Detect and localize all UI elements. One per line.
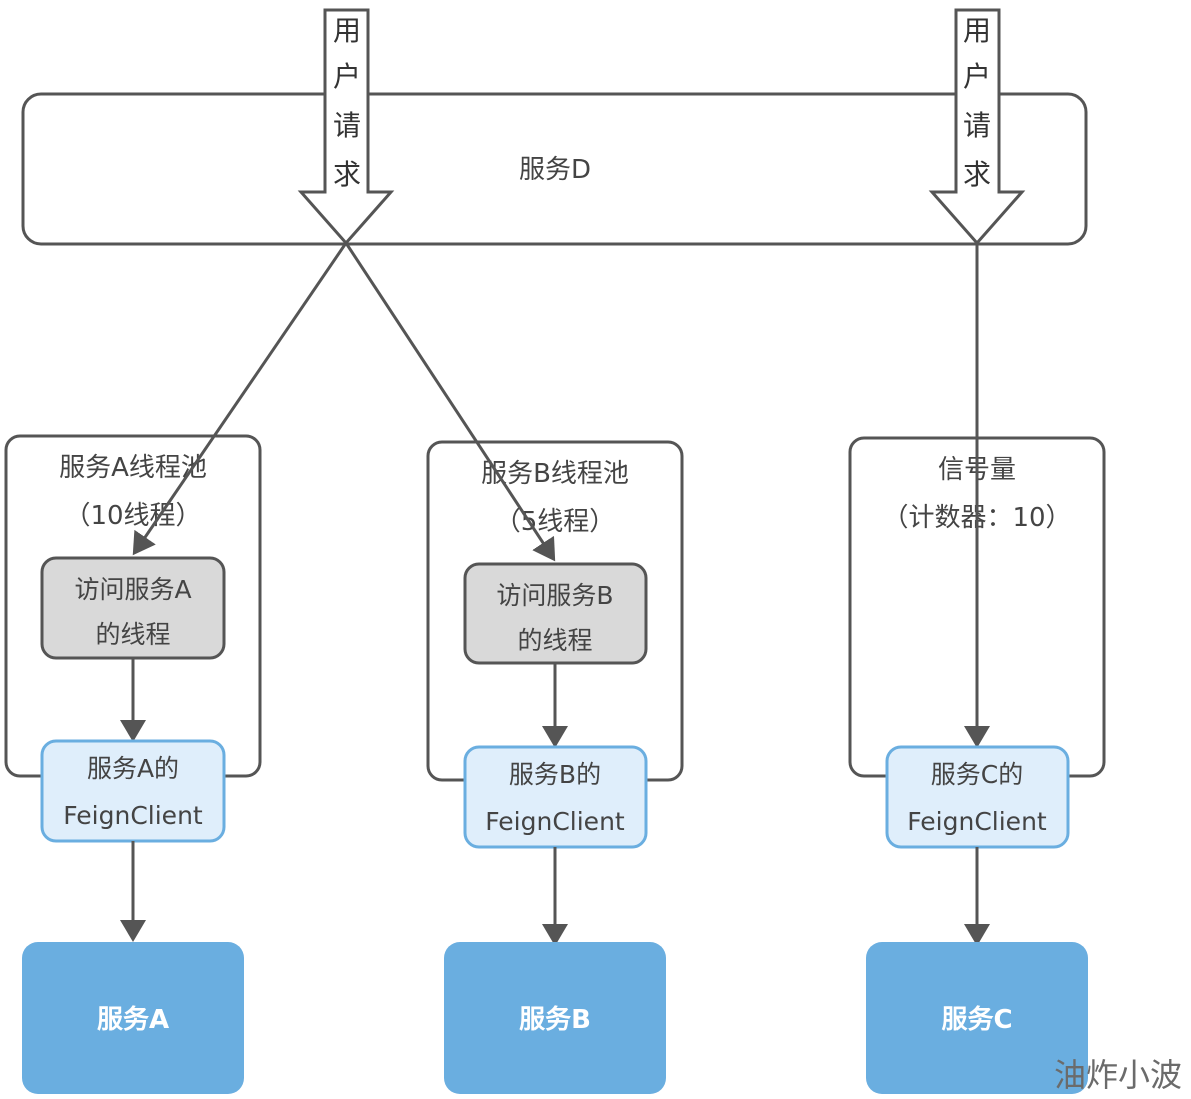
user-request-left-char-2: 户 — [333, 60, 361, 93]
service-c-label: 服务C — [941, 1005, 1012, 1035]
service-c-box: 服务C — [866, 942, 1088, 1094]
user-request-right-char-3: 请 — [963, 109, 991, 142]
service-a-label: 服务A — [97, 1005, 169, 1035]
feign-a-line2: FeignClient — [63, 801, 203, 830]
feign-c-line1: 服务C的 — [931, 760, 1023, 789]
watermark-text: 油炸小波 — [1054, 1056, 1182, 1094]
feign-b-box: 服务B的 FeignClient — [463, 745, 648, 849]
user-request-arrow-left: 用 户 请 求 — [297, 8, 395, 246]
user-request-left-char-4: 求 — [333, 158, 361, 191]
arrow-request-to-thread-b — [344, 242, 556, 562]
user-request-right-char-4: 求 — [963, 158, 991, 191]
feign-b-line1: 服务B的 — [509, 760, 601, 789]
feign-a-line1: 服务A的 — [87, 754, 179, 783]
thread-a-line1: 访问服务A — [74, 575, 191, 604]
user-request-left-char-1: 用 — [333, 14, 361, 47]
feign-a-box: 服务A的 FeignClient — [40, 739, 226, 843]
arrow-request-to-thread-a — [132, 242, 348, 556]
service-a-box: 服务A — [22, 942, 244, 1094]
thread-b-line2: 的线程 — [517, 626, 592, 655]
feign-c-box: 服务C的 FeignClient — [885, 745, 1070, 849]
feign-b-line2: FeignClient — [485, 807, 625, 836]
service-d-box: 服务D — [21, 92, 1088, 246]
pool-a-title: 服务A线程池 — [59, 453, 207, 483]
thread-a-box: 访问服务A 的线程 — [40, 556, 226, 660]
user-request-left-char-3: 请 — [333, 109, 361, 142]
pool-a-subtitle: （10线程） — [64, 501, 201, 531]
service-b-box: 服务B — [444, 942, 666, 1094]
feign-c-line2: FeignClient — [907, 807, 1047, 836]
user-request-right-char-2: 户 — [963, 60, 991, 93]
service-d-label: 服务D — [519, 155, 591, 185]
thread-b-box: 访问服务B 的线程 — [463, 562, 648, 665]
user-request-arrow-right: 用 户 请 求 — [928, 8, 1026, 246]
user-request-right-char-1: 用 — [963, 14, 991, 47]
thread-b-line1: 访问服务B — [496, 581, 613, 610]
service-b-label: 服务B — [519, 1005, 591, 1035]
thread-a-line2: 的线程 — [95, 620, 170, 649]
pool-b-subtitle: （5线程） — [495, 507, 616, 537]
